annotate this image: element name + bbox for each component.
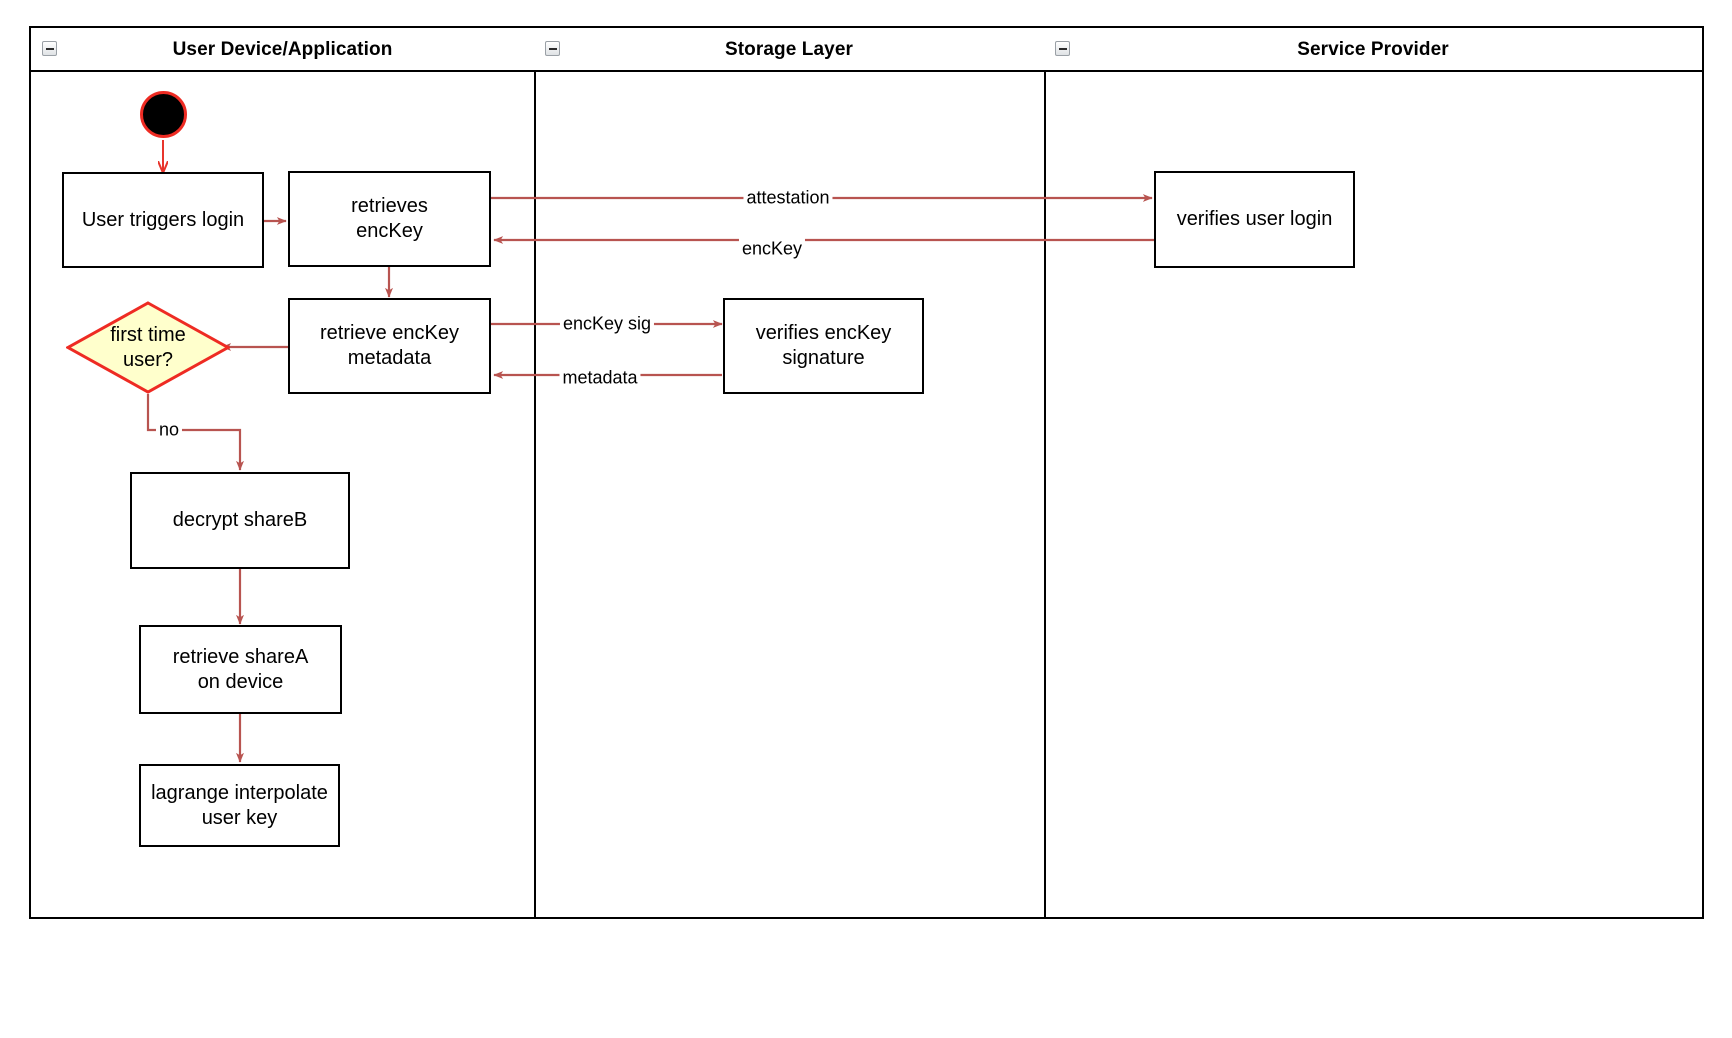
lane-divider-2 — [1044, 28, 1046, 917]
edge-label-enckey: encKey — [738, 238, 806, 260]
node-retrieves-enckey[interactable]: retrieves encKey — [288, 171, 491, 267]
lane-divider-1 — [534, 28, 536, 917]
edge-label-no: no — [155, 419, 183, 441]
lane-header-user-device: User Device/Application — [31, 28, 534, 72]
lane-title-storage-layer: Storage Layer — [724, 39, 854, 60]
collapse-minus-icon[interactable] — [545, 41, 560, 56]
node-verifies-enckey-signature[interactable]: verifies encKey signature — [723, 298, 924, 394]
lane-title-user-device: User Device/Application — [172, 39, 393, 60]
node-first-time-user-decision[interactable]: first time user? — [66, 301, 230, 394]
edge-label-enckey-sig: encKey sig — [559, 313, 655, 335]
lane-header-service-provider: Service Provider — [1044, 28, 1702, 72]
lane-title-service-provider: Service Provider — [1297, 39, 1449, 60]
collapse-minus-icon[interactable] — [42, 41, 57, 56]
decision-label: first time user? — [110, 323, 186, 371]
edge-label-attestation: attestation — [743, 187, 833, 209]
node-user-triggers-login[interactable]: User triggers login — [62, 172, 264, 268]
lane-header-storage-layer: Storage Layer — [534, 28, 1044, 72]
decision-diamond-shape — [66, 301, 230, 394]
edge-label-metadata: metadata — [559, 367, 641, 389]
node-decrypt-shareb[interactable]: decrypt shareB — [130, 472, 350, 569]
node-verifies-user-login[interactable]: verifies user login — [1154, 171, 1355, 268]
node-retrieve-enckey-metadata[interactable]: retrieve encKey metadata — [288, 298, 491, 394]
node-lagrange-interpolate[interactable]: lagrange interpolate user key — [139, 764, 340, 847]
start-node — [140, 91, 187, 138]
node-retrieve-sharea[interactable]: retrieve shareA on device — [139, 625, 342, 714]
collapse-minus-icon[interactable] — [1055, 41, 1070, 56]
